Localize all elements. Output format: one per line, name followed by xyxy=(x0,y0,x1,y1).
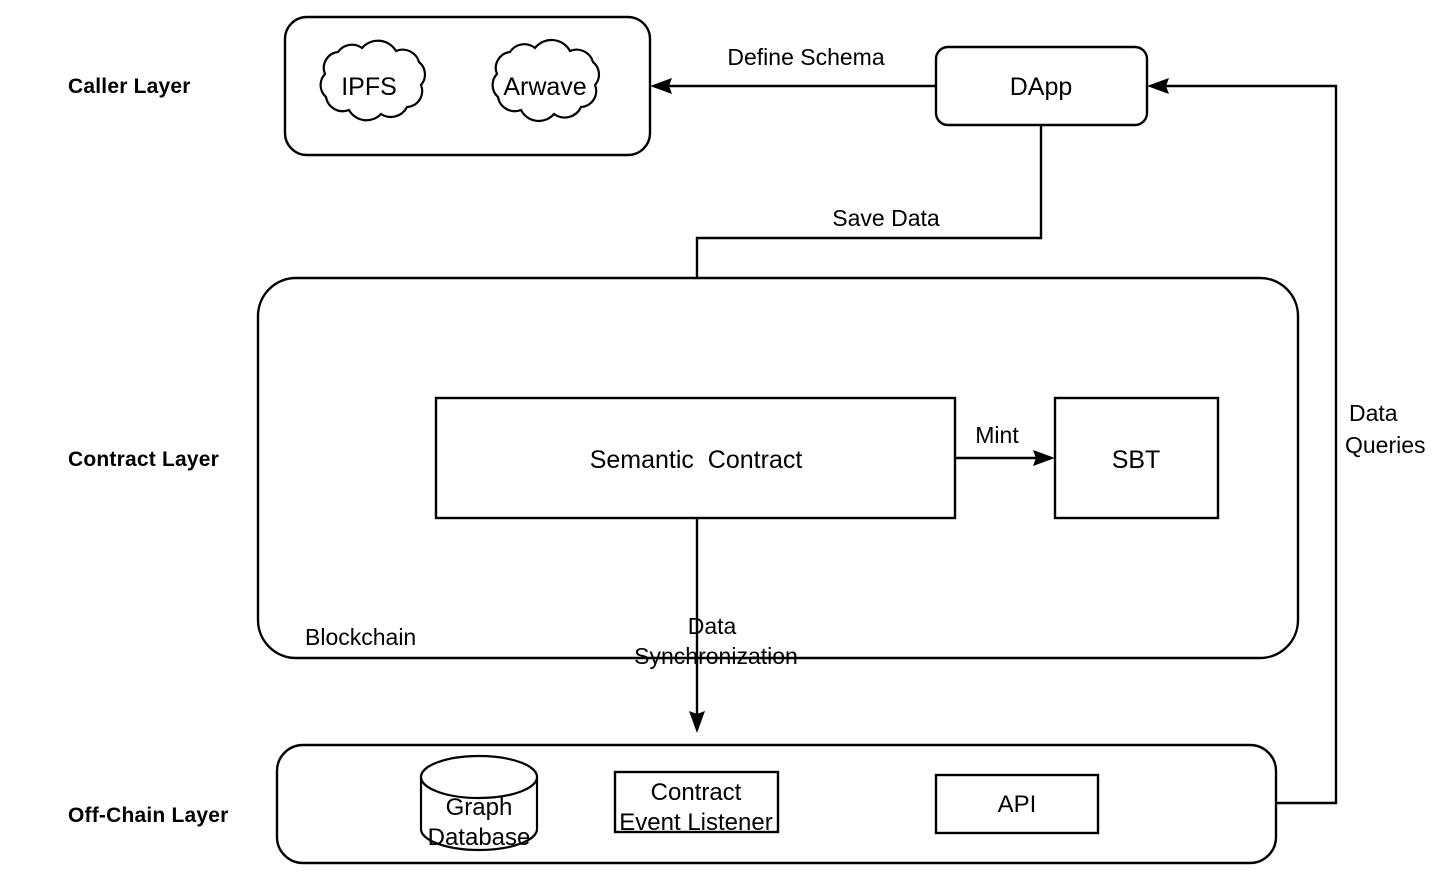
edge-data-synchronization: Data Synchronization xyxy=(634,518,798,733)
dapp-label: DApp xyxy=(1010,73,1073,101)
contract-event-listener-box xyxy=(613,770,780,834)
blockchain-label: Blockchain xyxy=(305,624,416,650)
mint-label: Mint xyxy=(975,422,1019,448)
contract-event-listener-label-line2: Event Listener xyxy=(619,809,772,836)
contract-event-listener-node: Contract Event Listener xyxy=(613,770,780,836)
arwave-label: Arwave xyxy=(503,73,586,101)
graph-database-node: Graph Database xyxy=(419,754,539,852)
data-synchronization-label-line1: Data xyxy=(688,613,737,639)
contract-event-listener-label-line1: Contract xyxy=(651,779,742,806)
mint-arrowhead xyxy=(1033,450,1055,466)
define-schema-label: Define Schema xyxy=(727,44,884,70)
graph-database-label-line1: Graph xyxy=(446,794,513,821)
semantic-contract-node: Semantic Contract xyxy=(434,396,957,520)
graph-database-label-line2: Database xyxy=(428,824,531,851)
sbt-node: SBT xyxy=(1053,396,1220,520)
data-synchronization-label-line2: Synchronization xyxy=(634,643,798,669)
save-data-label: Save Data xyxy=(832,205,940,231)
edge-mint: Mint xyxy=(955,422,1055,466)
layer-label-caller: Caller Layer xyxy=(68,75,191,98)
semantic-contract-box xyxy=(434,396,957,520)
data-queries-line xyxy=(1160,84,1338,805)
layer-label-offchain: Off-Chain Layer xyxy=(68,804,229,827)
dapp-node: DApp xyxy=(934,45,1149,127)
sbt-label: SBT xyxy=(1112,446,1161,474)
arwave-cloud-node: Arwave xyxy=(491,38,601,123)
semantic-contract-label: Semantic Contract xyxy=(590,446,803,474)
api-box xyxy=(934,773,1100,835)
sbt-box xyxy=(1053,396,1220,520)
edge-define-schema: Define Schema xyxy=(650,44,936,94)
edge-data-queries: Data Queries xyxy=(1147,78,1426,805)
ipfs-label: IPFS xyxy=(341,73,397,101)
data-queries-arrowhead xyxy=(1147,78,1169,94)
graph-database-cylinder-top xyxy=(419,754,539,800)
data-queries-label-line1: Data xyxy=(1349,400,1398,426)
api-label: API xyxy=(998,791,1037,818)
layer-label-contract: Contract Layer xyxy=(68,448,219,471)
data-queries-label-line2: Queries xyxy=(1345,432,1426,458)
ipfs-cloud-node: IPFS xyxy=(319,39,427,122)
data-synchronization-arrowhead xyxy=(689,711,705,733)
define-schema-arrowhead xyxy=(650,78,672,94)
api-node: API xyxy=(934,773,1100,835)
